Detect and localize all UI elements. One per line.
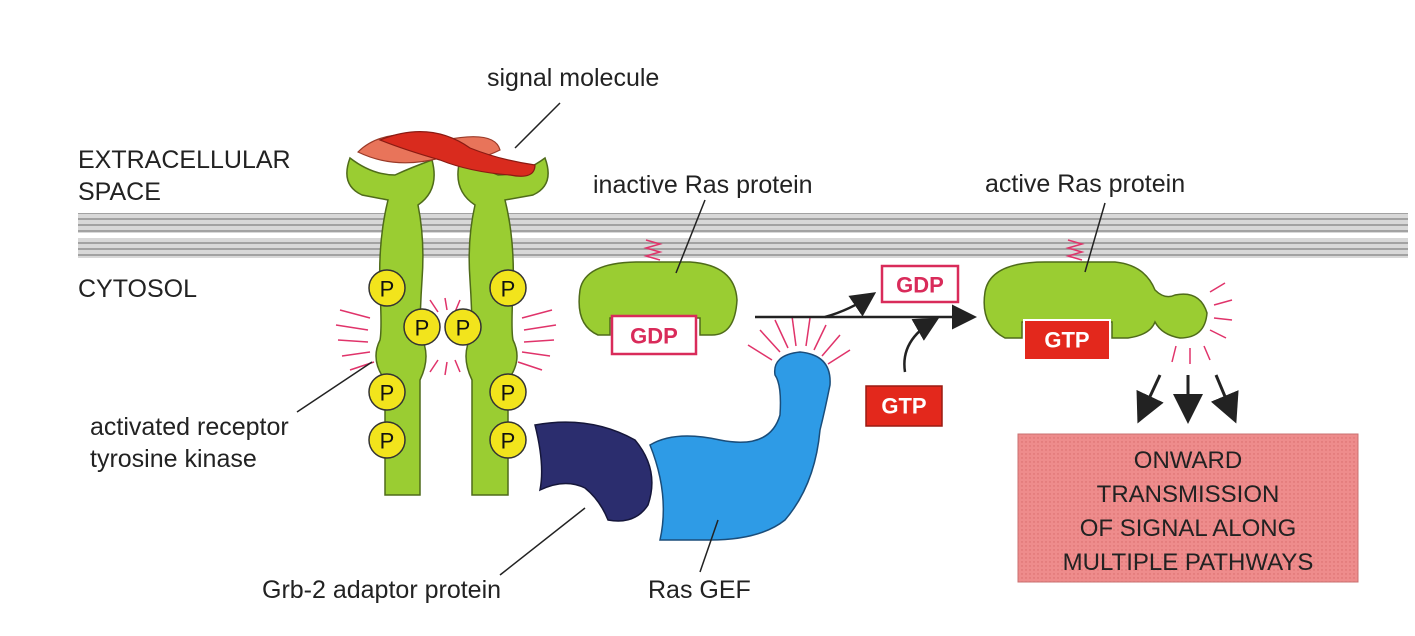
receptor-label-line2: tyrosine kinase [90, 445, 257, 473]
phosphate-right-1: P [489, 269, 527, 307]
gdp-release-arrow [824, 292, 877, 319]
ras-gef [649, 351, 831, 541]
incoming-gtp-box: GTP [865, 385, 943, 427]
svg-text:P: P [380, 277, 395, 302]
phosphate-left-3: P [368, 373, 406, 411]
svg-text:GTP: GTP [1044, 328, 1089, 353]
signal-molecule [356, 131, 536, 177]
grb2-leader [499, 507, 586, 576]
phosphate-left-1: P [368, 269, 406, 307]
svg-text:P: P [501, 381, 516, 406]
active-ras-leader [1084, 202, 1106, 273]
onward-arrows [1136, 374, 1239, 424]
signal-molecule-leader [514, 102, 561, 149]
extracellular-label-line1: EXTRACELLULAR [78, 146, 291, 174]
gtp-entry-arrow [903, 317, 940, 373]
receptor-activation-rays [335, 297, 557, 376]
onward-line1: ONWARD [1134, 447, 1242, 474]
svg-text:GDP: GDP [896, 273, 944, 298]
onward-line3: OF SIGNAL ALONG [1080, 515, 1297, 542]
phosphate-right-3: P [489, 373, 527, 411]
phosphate-right-2: P [444, 308, 482, 346]
plasma-membrane [78, 213, 1408, 258]
ras-gef-label: Ras GEF [648, 576, 751, 604]
svg-text:P: P [501, 429, 516, 454]
extracellular-label-line2: SPACE [78, 178, 161, 206]
inactive-ras-leader [675, 199, 706, 274]
grb2-label: Grb-2 adaptor protein [262, 576, 501, 604]
active-ras-label: active Ras protein [985, 170, 1185, 198]
ras-gef-leader [699, 519, 719, 573]
released-gdp-box: GDP [880, 264, 960, 304]
onward-line2: TRANSMISSION [1097, 481, 1280, 508]
svg-text:P: P [501, 277, 516, 302]
inactive-ras-anchor [643, 239, 663, 261]
inactive-ras-label: inactive Ras protein [593, 171, 813, 199]
receptor-leader [296, 361, 373, 413]
inactive-gdp-box: GDP [610, 314, 698, 356]
onward-line4: MULTIPLE PATHWAYS [1063, 549, 1314, 576]
svg-text:GDP: GDP [630, 324, 678, 349]
signal-molecule-label: signal molecule [487, 64, 659, 92]
phosphate-groups: P P P P P P P P [368, 269, 527, 459]
active-gtp-box: GTP [1023, 319, 1111, 361]
phosphate-left-4: P [368, 421, 406, 459]
svg-text:P: P [456, 316, 471, 341]
active-ras-anchor [1065, 239, 1085, 261]
phosphate-right-4: P [489, 421, 527, 459]
svg-text:P: P [380, 381, 395, 406]
receptor-label-line1: activated receptor [90, 413, 289, 441]
active-ras-rays [1171, 282, 1233, 364]
svg-text:P: P [415, 316, 430, 341]
exchange-arrows [755, 292, 977, 373]
ras-gef-activation-rays [747, 315, 851, 365]
svg-text:P: P [380, 429, 395, 454]
phosphate-left-2: P [403, 308, 441, 346]
svg-text:GTP: GTP [881, 394, 926, 419]
onward-transmission-box: ONWARD TRANSMISSION OF SIGNAL ALONG MULT… [1017, 433, 1359, 583]
grb2-adaptor-protein [534, 421, 653, 522]
cytosol-label: CYTOSOL [78, 275, 197, 303]
